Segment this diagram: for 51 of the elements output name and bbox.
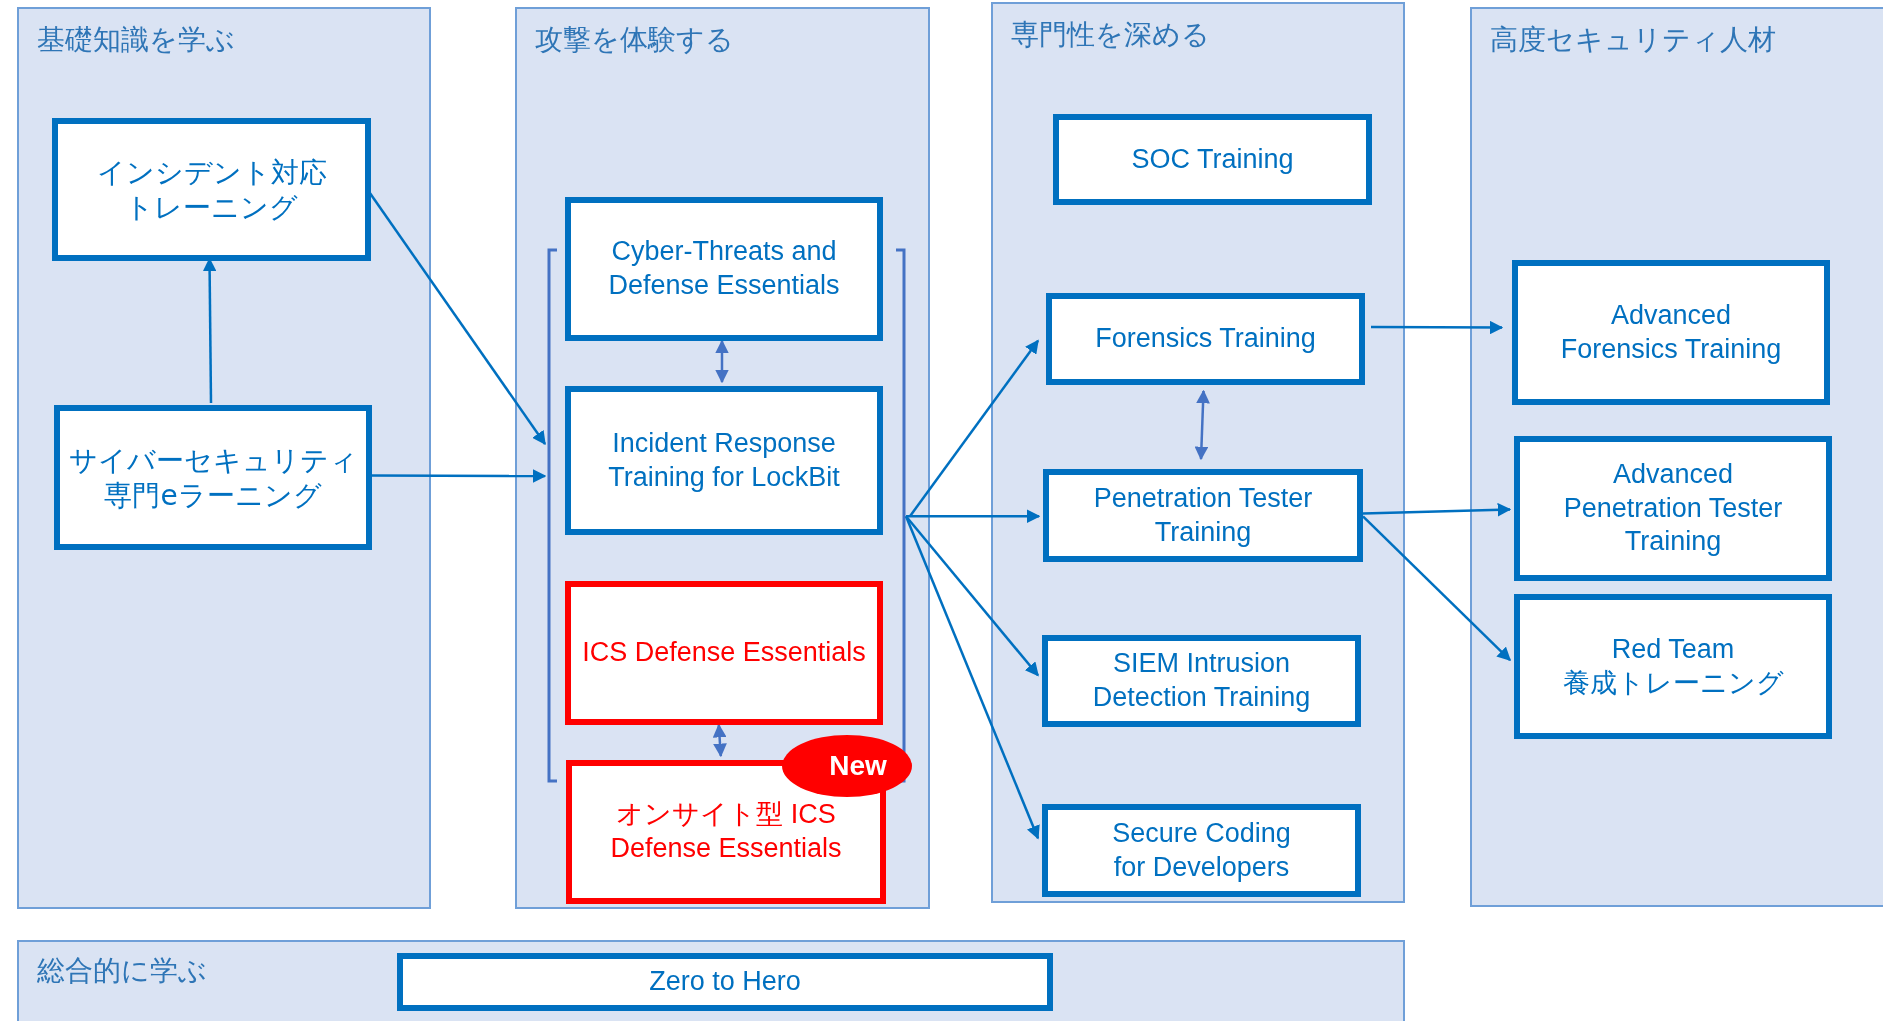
- course-title: Zero to Hero: [649, 965, 801, 999]
- course-title: インシデント対応トレーニング: [95, 154, 328, 225]
- arrow: [909, 339, 1039, 517]
- badge-label: New: [829, 750, 887, 782]
- column-heading: 総合的に学ぶ: [37, 953, 207, 989]
- course-title: Advanced Forensics Training: [1559, 298, 1783, 366]
- course-title: ICS Defense Essentials: [582, 636, 866, 670]
- arrow: [370, 469, 547, 483]
- column-panel: [17, 940, 1405, 1021]
- course-box: [1042, 635, 1361, 727]
- arrow: [1362, 502, 1512, 517]
- arrow: [1362, 515, 1511, 662]
- course-box: [1514, 436, 1832, 581]
- column-heading: 専門性を深める: [1011, 17, 1210, 53]
- course-title: サイバーセキュリティ専門eラーニング: [68, 442, 358, 513]
- column-panel: [1470, 7, 1883, 907]
- course-title: Cyber-Threats and Defense Essentials: [607, 235, 841, 302]
- arrow: [715, 339, 729, 384]
- course-title: Incident Response Training for LockBit: [607, 426, 841, 494]
- course-title: Red Team 養成トレーニング: [1561, 632, 1785, 700]
- arrow: [712, 723, 727, 758]
- course-title: オンサイト型 ICS Defense Essentials: [609, 798, 843, 865]
- course-box: [52, 118, 371, 261]
- course-box: [565, 197, 883, 341]
- column-heading: 基礎知識を学ぶ: [37, 22, 235, 58]
- course-box: [1053, 114, 1372, 205]
- course-box: [397, 953, 1053, 1011]
- course-box: [1512, 260, 1830, 405]
- course-title: SOC Training: [1131, 142, 1294, 176]
- arrow: [905, 515, 1039, 677]
- arrow: [1194, 389, 1210, 461]
- course-title: Forensics Training: [1095, 322, 1316, 356]
- arrow: [1371, 320, 1504, 335]
- course-box: [565, 581, 883, 725]
- course-title: SIEM Intrusion Detection Training: [1091, 647, 1312, 714]
- course-box: [1042, 804, 1361, 897]
- arrow: [906, 509, 1041, 524]
- course-title: Penetration Tester Training: [1092, 481, 1314, 549]
- course-box: [1514, 594, 1832, 739]
- course-box: [1046, 293, 1365, 385]
- column-panel: [17, 7, 431, 909]
- column-panel: [991, 2, 1405, 903]
- course-box: [565, 386, 883, 535]
- column-heading: 高度セキュリティ人材: [1490, 22, 1776, 58]
- course-title: Secure Coding for Developers: [1111, 816, 1292, 884]
- column-heading: 攻撃を体験する: [535, 22, 734, 58]
- column-panel: [515, 7, 930, 909]
- course-title: Advanced Penetration Tester Training: [1562, 457, 1784, 559]
- course-box: [1043, 469, 1363, 562]
- arrow: [904, 515, 1040, 840]
- course-box: [54, 405, 372, 550]
